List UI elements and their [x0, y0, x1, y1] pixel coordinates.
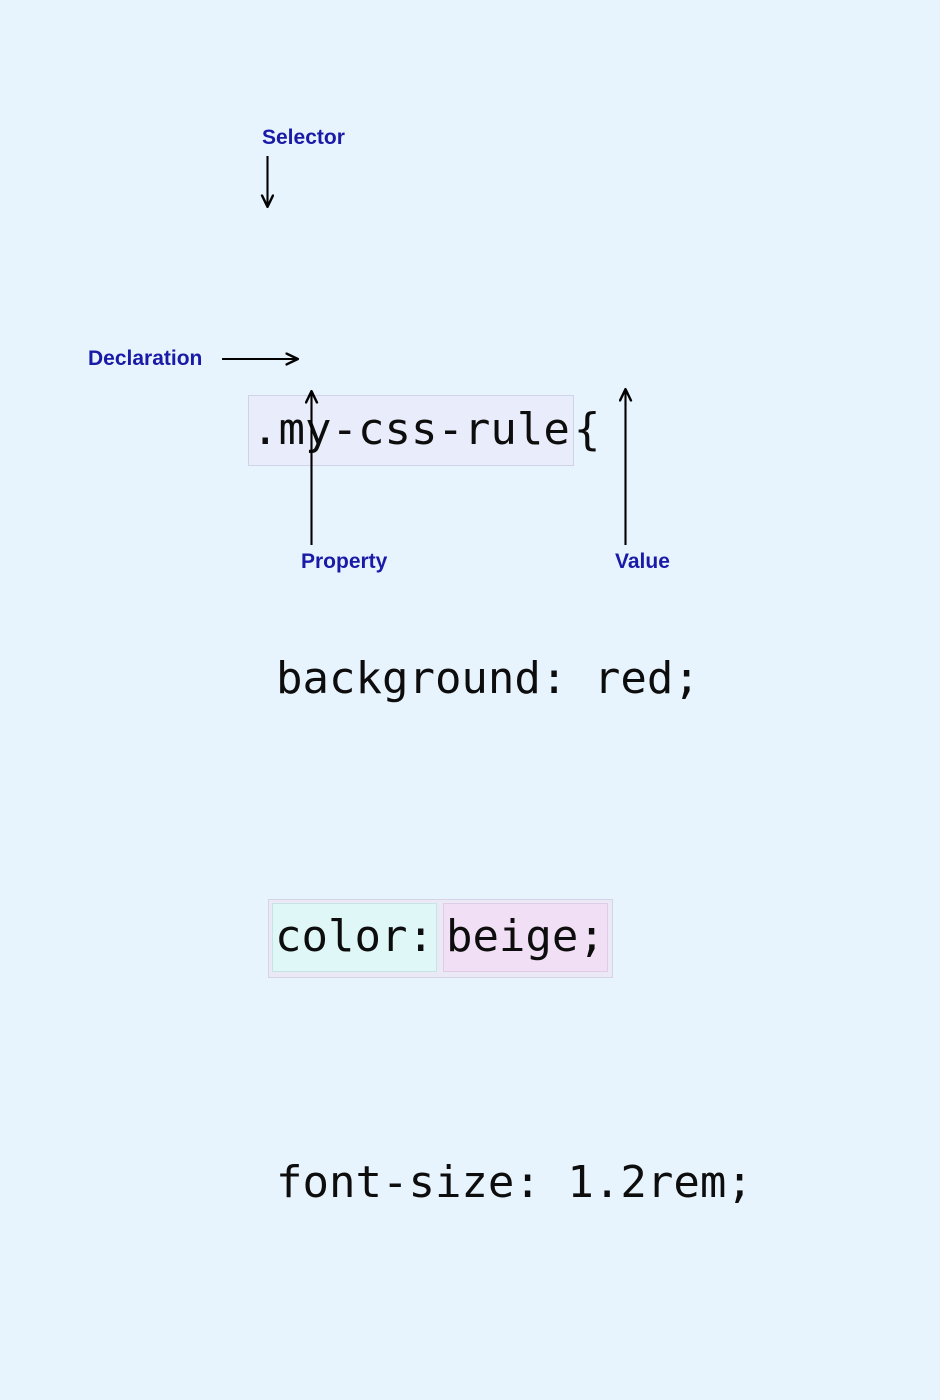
- label-selector: Selector: [262, 126, 345, 149]
- label-property: Property: [301, 550, 388, 573]
- label-value: Value: [615, 550, 670, 573]
- code-line-font-size: font-size: 1.2rem;: [250, 1151, 753, 1214]
- selector-highlight: .my-css-rule: [248, 395, 574, 466]
- code-line-background: background: red;: [250, 647, 753, 710]
- code-line-selector: .my-css-rule{: [248, 395, 753, 466]
- declaration-highlight: color:beige;: [268, 899, 613, 978]
- background-declaration-text: background: red;: [276, 653, 700, 704]
- value-highlight: beige;: [442, 903, 608, 972]
- code-line-color: color:beige;: [250, 899, 753, 978]
- font-size-declaration-text: font-size: 1.2rem;: [276, 1157, 753, 1208]
- diagram-canvas: .my-css-rule{ background: red; color:bei…: [88, 126, 753, 1208]
- css-code-block: .my-css-rule{ background: red; color:bei…: [248, 206, 753, 1400]
- label-declaration: Declaration: [88, 347, 203, 370]
- property-highlight: color:: [272, 903, 437, 972]
- opening-brace: {: [573, 404, 601, 455]
